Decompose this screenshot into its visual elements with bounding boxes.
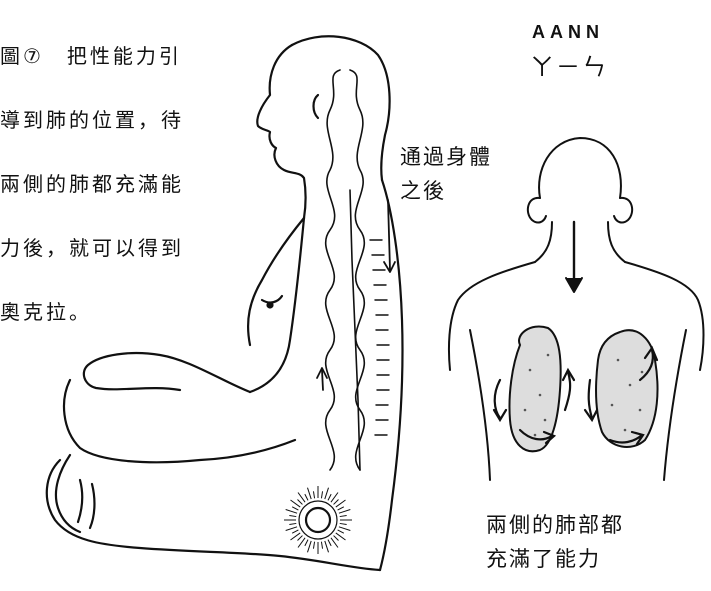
chant-phonetic: ㄚ－ㄣ <box>530 53 608 81</box>
figure-caption: 圖⑦ 把性能力引 導到肺的位置，待 兩側的肺都充滿能 力後，就可以得到 奧克拉。 <box>0 8 215 360</box>
back-label-line: 兩側的肺部都 <box>486 513 624 537</box>
caption-line: 兩側的肺都充滿能 <box>0 172 184 196</box>
caption-line: 奧克拉。 <box>0 300 92 324</box>
caption-line: 圖⑦ 把性能力引 <box>0 44 182 68</box>
side-label-line: 通過身體 <box>400 145 492 169</box>
chant-title: AANN <box>532 22 604 42</box>
back-label: 兩側的肺部都 充滿了能力 <box>486 508 624 576</box>
side-label: 通過身體 之後 <box>400 140 492 208</box>
back-label-line: 充滿了能力 <box>486 547 601 571</box>
caption-line: 力後，就可以得到 <box>0 236 184 260</box>
caption-line: 導到肺的位置，待 <box>0 108 184 132</box>
side-label-line: 之後 <box>400 179 446 203</box>
